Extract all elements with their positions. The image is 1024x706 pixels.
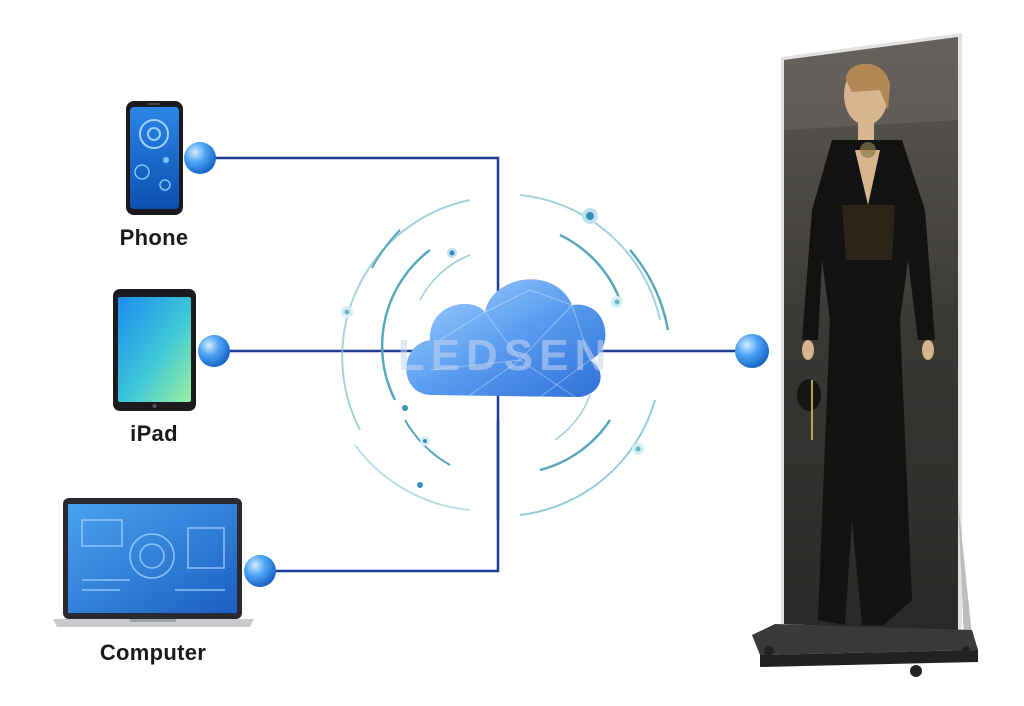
phone-connector [214, 156, 500, 520]
ipad-label: iPad [130, 421, 178, 446]
connection-nodes [184, 142, 769, 587]
cloud-icon [406, 279, 606, 398]
watermark-text: LEDSEN [398, 331, 612, 380]
signal-rings [341, 194, 670, 516]
computer-connector [275, 420, 500, 573]
tablet-icon [113, 289, 196, 411]
smartphone-icon [126, 101, 183, 215]
led-poster-display-icon [752, 33, 978, 677]
phone-node [184, 142, 216, 174]
ipad-node [198, 335, 230, 367]
ring-dots [341, 208, 644, 488]
phone-label: Phone [119, 225, 189, 250]
computer-node [244, 555, 276, 587]
computer-label: Computer [99, 640, 207, 665]
display-node [735, 334, 769, 368]
laptop-icon [53, 498, 254, 627]
